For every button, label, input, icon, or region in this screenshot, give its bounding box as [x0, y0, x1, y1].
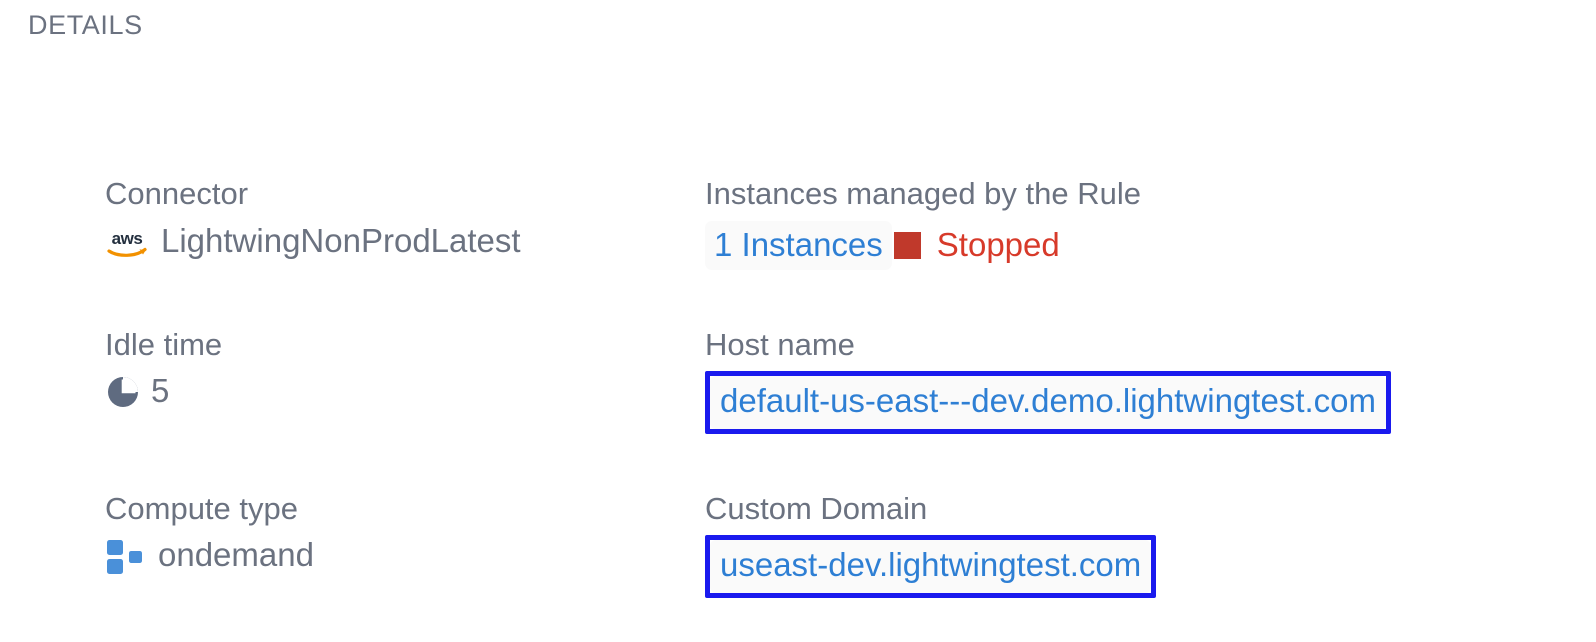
- connector-value-row: aws LightwingNonProdLatest: [105, 221, 705, 261]
- details-row-1: Connector aws LightwingNonProdLatest Ins…: [105, 176, 1575, 270]
- compute-type-value-row: ondemand: [105, 535, 705, 575]
- host-name-link[interactable]: default-us-east---dev.demo.lightwingtest…: [710, 376, 1387, 429]
- custom-domain-annotation-box: useast-dev.lightwingtest.com: [705, 535, 1157, 598]
- page-title: DETAILS: [28, 10, 143, 40]
- status-badge: Stopped: [936, 226, 1060, 264]
- custom-domain-label: Custom Domain: [705, 490, 928, 526]
- host-name-field: Host name default-us-east---dev.demo.lig…: [705, 327, 1575, 434]
- compute-type-field: Compute type ondemand: [105, 491, 705, 575]
- stopped-square-icon: [893, 231, 921, 259]
- connector-value: LightwingNonProdLatest: [161, 221, 521, 259]
- custom-domain-field: Custom Domain useast-dev.lightwingtest.c…: [705, 491, 1575, 598]
- svg-text:aws: aws: [112, 229, 143, 248]
- details-row-2: Idle time 5 Host name de: [105, 327, 1575, 434]
- instances-value-row: 1 Instances Stopped: [705, 220, 1575, 270]
- details-grid: Connector aws LightwingNonProdLatest Ins…: [105, 176, 1575, 598]
- aws-logo-icon: aws: [105, 225, 149, 259]
- instances-label: Instances managed by the Rule: [705, 176, 1141, 211]
- host-name-annotation-box: default-us-east---dev.demo.lightwingtest…: [705, 371, 1392, 434]
- idle-time-value-row: 5: [105, 371, 705, 411]
- host-name-label: Host name: [705, 326, 855, 362]
- idle-time-label: Idle time: [105, 326, 223, 362]
- instances-count-link[interactable]: 1 Instances: [705, 220, 892, 270]
- compute-squares-icon: [105, 539, 147, 575]
- idle-time-field: Idle time 5: [105, 327, 705, 411]
- idle-time-value: 5: [151, 372, 170, 410]
- instances-field: Instances managed by the Rule 1 Instance…: [705, 176, 1575, 270]
- details-row-3: Compute type ondemand Custom Domain: [105, 491, 1575, 598]
- compute-type-label: Compute type: [105, 490, 298, 526]
- host-name-value-row: default-us-east---dev.demo.lightwingtest…: [705, 371, 1575, 434]
- custom-domain-link[interactable]: useast-dev.lightwingtest.com: [710, 540, 1152, 593]
- connector-field: Connector aws LightwingNonProdLatest: [105, 176, 705, 260]
- compute-type-value: ondemand: [158, 536, 314, 574]
- connector-label: Connector: [105, 176, 249, 211]
- custom-domain-value-row: useast-dev.lightwingtest.com: [705, 535, 1575, 598]
- clock-pie-icon: [105, 374, 141, 410]
